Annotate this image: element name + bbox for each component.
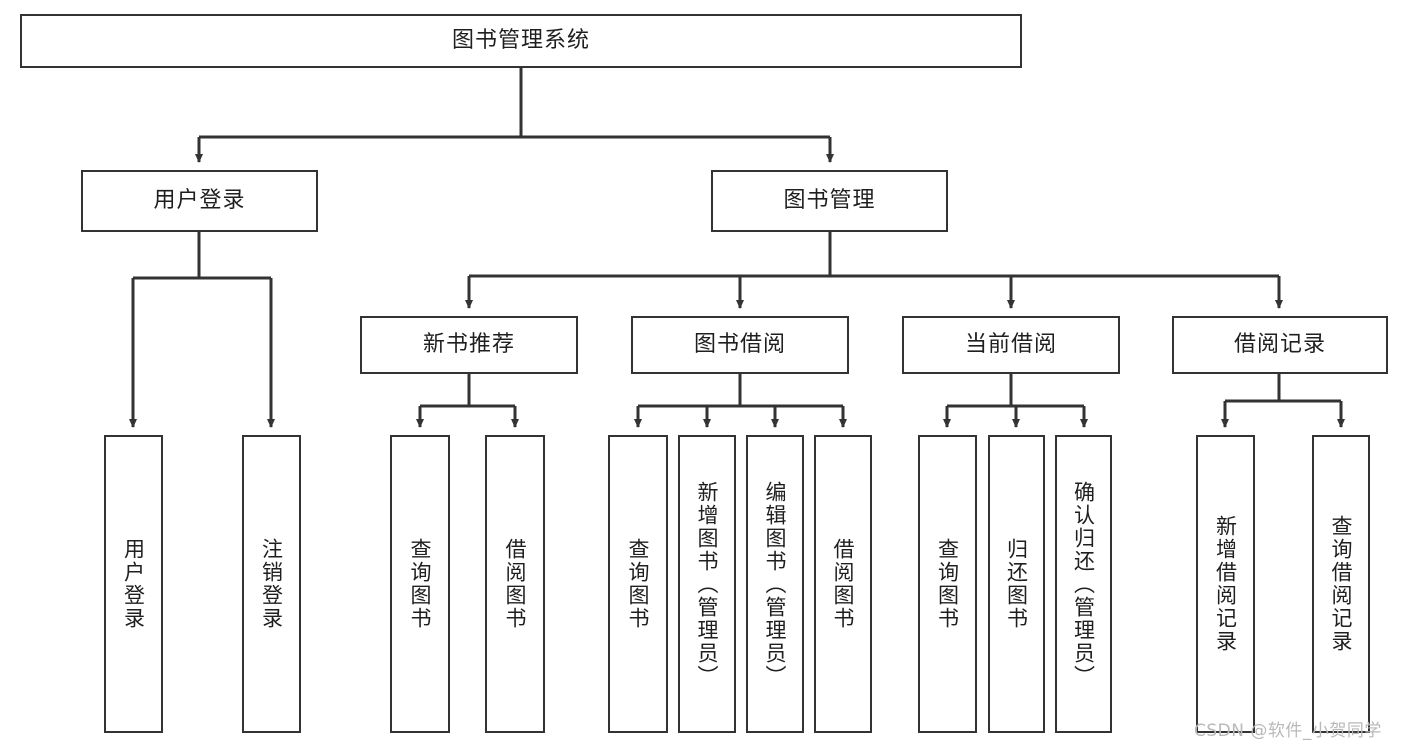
node-label: 查询借阅记录 xyxy=(1329,515,1354,653)
node-new-book-recommend[interactable]: 新书推荐 xyxy=(360,316,578,374)
leaf-record-query-record[interactable]: 查询借阅记录 xyxy=(1312,435,1370,733)
leaf-recommend-query-book[interactable]: 查询图书 xyxy=(390,435,450,733)
node-label: 借阅图书 xyxy=(831,538,856,630)
node-label: 编辑图书（管理员） xyxy=(763,480,788,688)
csdn-watermark: CSDN @软件_小贺同学 xyxy=(1194,721,1382,741)
node-label: 用户登录 xyxy=(121,538,146,630)
leaf-borrow-query-book[interactable]: 查询图书 xyxy=(608,435,668,733)
leaf-recommend-borrow-book[interactable]: 借阅图书 xyxy=(485,435,545,733)
leaf-record-add-record[interactable]: 新增借阅记录 xyxy=(1196,435,1255,733)
node-label: 图书管理 xyxy=(783,187,876,213)
node-current-borrow[interactable]: 当前借阅 xyxy=(902,316,1120,374)
node-label: 借阅记录 xyxy=(1233,331,1326,357)
node-label: 确认归还（管理员） xyxy=(1071,480,1096,688)
node-label: 用户登录 xyxy=(153,187,246,213)
node-label: 新增图书（管理员） xyxy=(695,480,720,688)
node-book-management[interactable]: 图书管理 xyxy=(711,170,948,232)
node-book-borrow[interactable]: 图书借阅 xyxy=(631,316,849,374)
leaf-borrow-borrow-book[interactable]: 借阅图书 xyxy=(814,435,872,733)
node-borrow-record[interactable]: 借阅记录 xyxy=(1172,316,1388,374)
leaf-current-query-book[interactable]: 查询图书 xyxy=(918,435,977,733)
leaf-current-return-book[interactable]: 归还图书 xyxy=(988,435,1045,733)
leaf-borrow-edit-book-admin[interactable]: 编辑图书（管理员） xyxy=(746,435,804,733)
node-label: 图书管理系统 xyxy=(451,27,590,53)
node-label: 查询图书 xyxy=(626,538,651,630)
node-label: 当前借阅 xyxy=(964,331,1057,357)
leaf-user-login-login[interactable]: 用户登录 xyxy=(104,435,163,733)
leaf-user-login-logout[interactable]: 注销登录 xyxy=(242,435,301,733)
node-label: 图书借阅 xyxy=(693,331,786,357)
node-user-login[interactable]: 用户登录 xyxy=(81,170,318,232)
node-label: 查询图书 xyxy=(408,538,433,630)
node-label: 查询图书 xyxy=(935,538,960,630)
node-label: 归还图书 xyxy=(1004,538,1029,630)
node-label: 新增借阅记录 xyxy=(1213,515,1238,653)
leaf-current-confirm-return-admin[interactable]: 确认归还（管理员） xyxy=(1055,435,1112,733)
node-root-book-management-system[interactable]: 图书管理系统 xyxy=(20,14,1022,68)
leaf-borrow-add-book-admin[interactable]: 新增图书（管理员） xyxy=(678,435,736,733)
node-label: 注销登录 xyxy=(259,538,284,630)
node-label: 借阅图书 xyxy=(503,538,528,630)
node-label: 新书推荐 xyxy=(422,331,515,357)
